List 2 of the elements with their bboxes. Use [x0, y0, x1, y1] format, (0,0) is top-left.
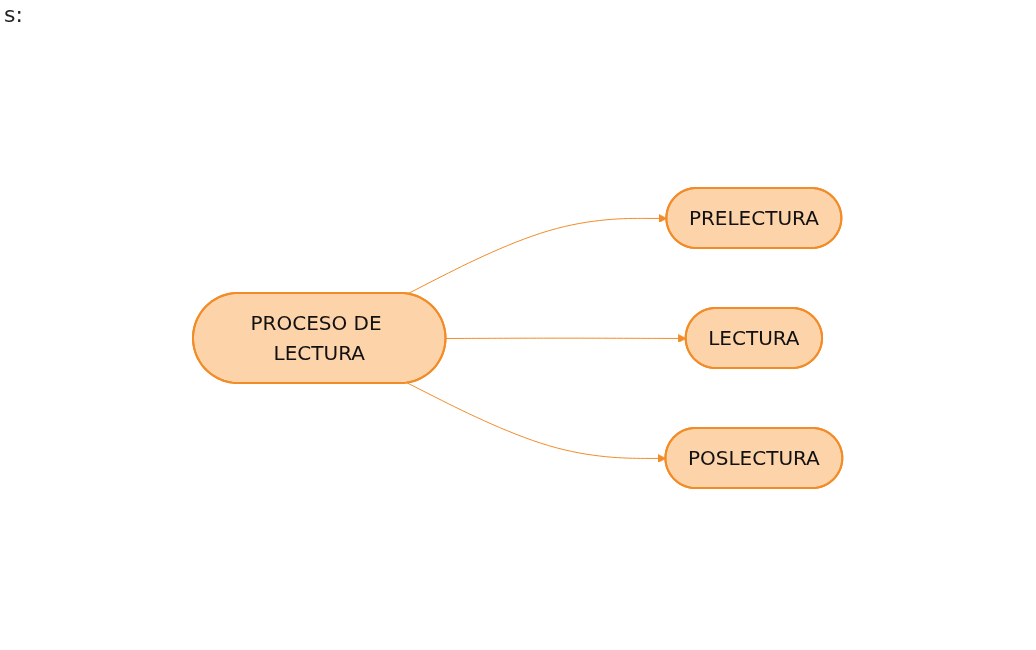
arrow: [445, 333, 687, 343]
text-fragment: s:: [4, 2, 23, 27]
